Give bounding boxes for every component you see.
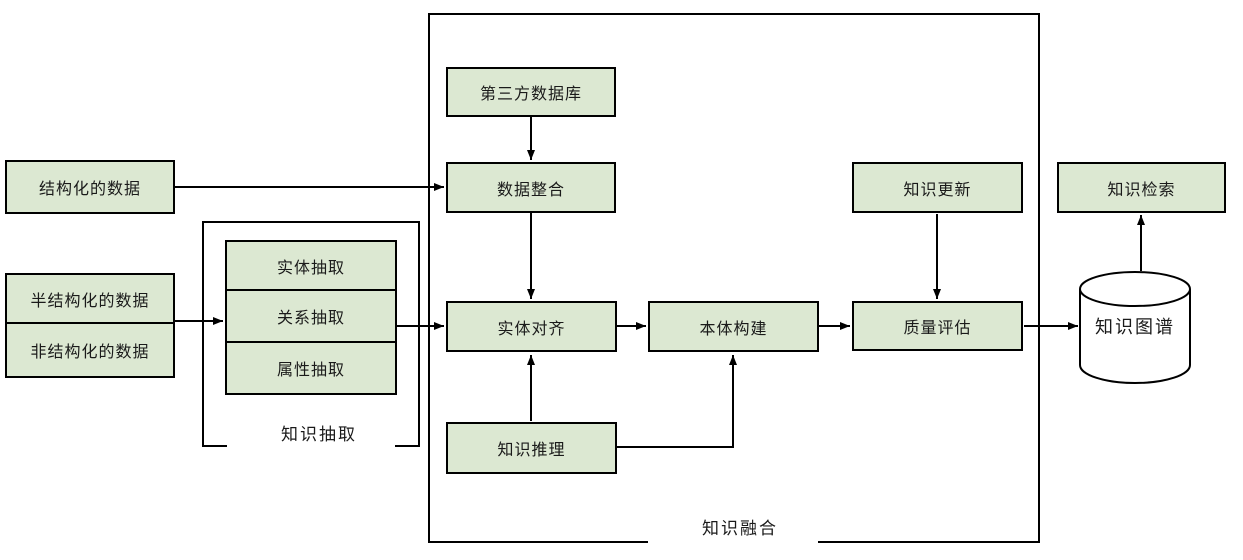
node-semi-structured-data: 半结构化的数据 (5, 273, 175, 324)
node-entity-alignment: 实体对齐 (446, 301, 617, 352)
node-unstructured-data: 非结构化的数据 (5, 322, 175, 378)
knowledge-extraction-container-border (202, 221, 420, 447)
node-structured-data: 结构化的数据 (5, 160, 175, 214)
node-third-party-database: 第三方数据库 (446, 67, 616, 117)
knowledge-graph-cylinder-body (1079, 289, 1191, 384)
node-quality-assessment: 质量评估 (852, 301, 1023, 351)
knowledge-graph-store-label: 知识图谱 (1095, 317, 1175, 337)
node-relation-extraction: 关系抽取 (225, 289, 397, 343)
node-data-integration: 数据整合 (446, 162, 616, 213)
node-entity-extraction: 实体抽取 (225, 240, 397, 291)
knowledge-fusion-container-border (428, 13, 1040, 543)
node-attribute-extraction: 属性抽取 (225, 341, 397, 395)
knowledge-fusion-group-label: 知识融合 (702, 518, 778, 538)
node-knowledge-reasoning: 知识推理 (446, 422, 617, 474)
node-ontology-construction: 本体构建 (648, 301, 819, 352)
knowledge-extraction-group-label: 知识抽取 (281, 424, 357, 444)
node-knowledge-update: 知识更新 (852, 162, 1023, 213)
arrow-reasoning-to-ontology (617, 355, 737, 448)
node-knowledge-retrieval: 知识检索 (1057, 162, 1226, 213)
knowledge-graph-cylinder-top (1079, 271, 1191, 307)
